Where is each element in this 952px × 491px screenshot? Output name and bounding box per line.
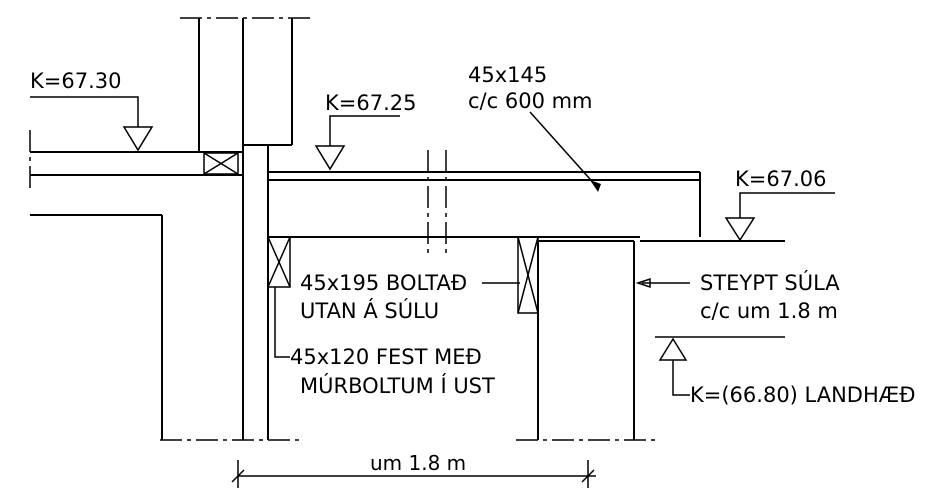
level-ground-label: K=(66.80) LANDHÆÐ [690,383,916,407]
level-marker-ground [655,336,785,396]
house-wall [29,17,310,441]
dimension-label: um 1.8 m [370,451,466,475]
column-label-line1: STEYPT SÚLA [700,270,840,295]
level-marker-mid [314,115,400,171]
level-left-label: K=67.30 [30,69,122,93]
joist-spacing-label: c/c 600 mm [468,89,593,113]
ledger-label-line2: MÚRBOLTUM Í UST [300,373,495,398]
concrete-column [516,240,655,441]
ledger-leader [274,287,290,358]
beam-label-line1: 45x195 BOLTAÐ [300,271,467,295]
ledger-board [267,236,291,288]
level-marker-left [30,96,154,152]
level-right-label: K=67.06 [735,167,827,191]
joist-size-label: 45x145 [468,63,547,87]
beam-label-line2: UTAN Á SÚLU [300,298,439,323]
joist-leader [529,111,601,192]
dimension-line [231,460,596,488]
deck-joist [268,150,785,255]
bolted-beam [517,236,539,314]
wall-blocking-symbol [203,152,239,175]
column-label-line2: c/c um 1.8 m [700,299,838,323]
ledger-label-line1: 45x120 FEST MEÐ [290,345,482,369]
column-leader [635,277,690,289]
level-mid-label: K=67.25 [325,91,417,115]
level-marker-right [724,192,835,242]
